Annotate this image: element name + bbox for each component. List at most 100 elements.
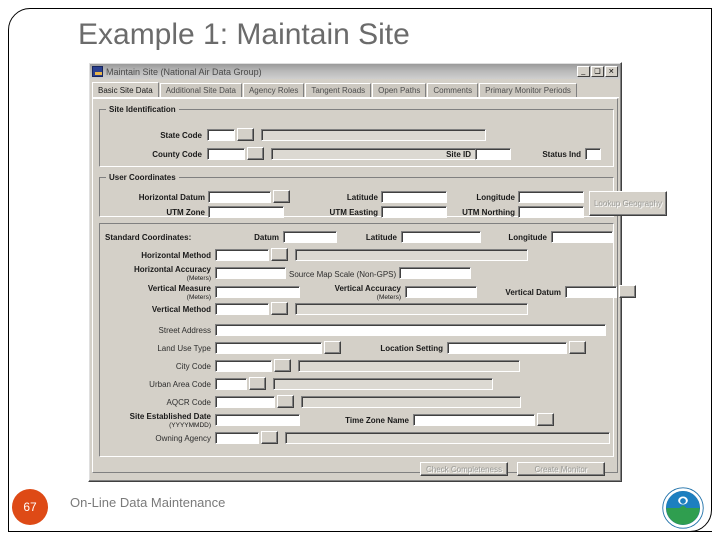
user-coordinates-legend: User Coordinates <box>109 173 176 182</box>
vertical-measure-unit: (Meters) <box>186 294 211 301</box>
tab-agency-roles[interactable]: Agency Roles <box>242 83 305 97</box>
basic-site-data-panel: Site Identification State Code County Co… <box>92 98 667 476</box>
check-completeness-button[interactable]: Check Completeness <box>420 462 508 476</box>
site-identification-group: Site Identification <box>99 105 614 167</box>
footer-label: On-Line Data Maintenance <box>70 495 226 510</box>
county-code-lov-button[interactable] <box>247 147 264 160</box>
window-titlebar[interactable]: Maintain Site (National Air Data Group) … <box>90 64 620 79</box>
city-code-label: City Code <box>175 362 211 371</box>
standard-datum-input[interactable] <box>283 231 337 243</box>
owning-agency-label: Owning Agency <box>155 434 211 443</box>
state-code-lov-button[interactable] <box>237 128 254 141</box>
vertical-measure-label: Vertical Measure (Meters) <box>103 284 211 302</box>
standard-datum-label: Datum <box>254 233 279 242</box>
maximize-icon[interactable]: ❑ <box>591 66 604 77</box>
horizontal-datum-input[interactable] <box>208 191 271 203</box>
horizontal-accuracy-label: Horizontal Accuracy (Meters) <box>103 265 211 283</box>
horizontal-method-label: Horizontal Method <box>141 251 211 260</box>
vertical-datum-lov-button[interactable] <box>619 285 636 298</box>
maintain-site-window: Maintain Site (National Air Data Group) … <box>88 62 667 482</box>
minimize-icon[interactable]: _ <box>577 66 590 77</box>
state-code-label: State Code <box>160 131 202 140</box>
horizontal-datum-label: Horizontal Datum <box>138 193 205 202</box>
urban-area-code-lov-button[interactable] <box>249 377 266 390</box>
source-map-scale-label: Source Map Scale (Non-GPS) <box>289 270 397 279</box>
owning-agency-lov-button[interactable] <box>261 431 278 444</box>
vertical-accuracy-input[interactable] <box>405 286 477 298</box>
urban-area-code-input[interactable] <box>215 378 247 390</box>
vertical-datum-input[interactable] <box>565 286 617 298</box>
footer-divider <box>8 531 712 532</box>
vertical-datum-label: Vertical Datum <box>505 288 561 297</box>
county-code-input[interactable] <box>207 148 245 160</box>
vertical-method-description <box>295 303 528 315</box>
land-use-type-lov-button[interactable] <box>324 341 341 354</box>
time-zone-name-lov-button[interactable] <box>537 413 554 426</box>
standard-longitude-input[interactable] <box>551 231 613 243</box>
site-established-date-label: Site Established Date (YYYYMMDD) <box>99 412 211 430</box>
vertical-measure-input[interactable] <box>215 286 300 298</box>
status-ind-input[interactable] <box>585 148 601 160</box>
owning-agency-input[interactable] <box>215 432 259 444</box>
epa-seal-icon <box>662 487 704 529</box>
site-established-date-input[interactable] <box>215 414 300 426</box>
vertical-accuracy-unit: (Meters) <box>376 294 401 301</box>
create-monitor-button[interactable]: Create Monitor <box>517 462 605 476</box>
page-title: Example 1: Maintain Site <box>78 18 410 51</box>
standard-latitude-label: Latitude <box>365 233 397 242</box>
lookup-geography-button[interactable]: Lookup Geography <box>589 191 667 216</box>
city-name-display <box>298 360 520 372</box>
aqcr-code-input[interactable] <box>215 396 275 408</box>
horizontal-accuracy-input[interactable] <box>215 267 286 279</box>
longitude-user-label: Longitude <box>476 193 515 202</box>
horizontal-accuracy-label-text: Horizontal Accuracy <box>133 265 211 274</box>
city-code-lov-button[interactable] <box>274 359 291 372</box>
urban-area-name-display <box>273 378 493 390</box>
state-name-display <box>261 129 486 141</box>
owning-agency-name-display <box>285 432 610 444</box>
standard-coordinates-label: Standard Coordinates: <box>105 233 192 242</box>
location-setting-lov-button[interactable] <box>569 341 586 354</box>
source-map-scale-input[interactable] <box>399 267 471 279</box>
utm-easting-input[interactable] <box>381 206 447 218</box>
state-code-input[interactable] <box>207 129 235 141</box>
window-controls: _ ❑ ✕ <box>577 66 618 77</box>
street-address-input[interactable] <box>215 324 606 336</box>
standard-latitude-input[interactable] <box>401 231 481 243</box>
tab-underline <box>92 97 619 98</box>
tab-open-paths[interactable]: Open Paths <box>372 83 427 97</box>
horizontal-datum-lov-button[interactable] <box>273 190 290 203</box>
vertical-method-lov-button[interactable] <box>271 302 288 315</box>
horizontal-method-input[interactable] <box>215 249 269 261</box>
tab-additional-site-data[interactable]: Additional Site Data <box>159 83 242 97</box>
site-established-date-label-text: Site Established Date <box>129 412 211 421</box>
close-icon[interactable]: ✕ <box>605 66 618 77</box>
horizontal-method-lov-button[interactable] <box>271 248 288 261</box>
tab-basic-site-data[interactable]: Basic Site Data <box>92 82 159 97</box>
site-established-date-format: (YYYYMMDD) <box>169 422 211 429</box>
tab-primary-monitor-periods[interactable]: Primary Monitor Periods <box>479 83 577 97</box>
tab-tangent-roads[interactable]: Tangent Roads <box>305 83 372 97</box>
location-setting-input[interactable] <box>447 342 567 354</box>
application-icon <box>92 66 103 77</box>
utm-zone-input[interactable] <box>208 206 284 218</box>
urban-area-code-label: Urban Area Code <box>149 380 211 389</box>
tab-comments[interactable]: Comments <box>427 83 479 97</box>
status-ind-label: Status Ind <box>542 150 581 159</box>
latitude-user-input[interactable] <box>381 191 447 203</box>
city-code-input[interactable] <box>215 360 272 372</box>
time-zone-name-label: Time Zone Name <box>345 416 409 425</box>
utm-northing-label: UTM Northing <box>462 208 515 217</box>
time-zone-name-input[interactable] <box>413 414 535 426</box>
aqcr-code-lov-button[interactable] <box>277 395 294 408</box>
street-address-label: Street Address <box>158 326 211 335</box>
land-use-type-input[interactable] <box>215 342 322 354</box>
county-code-label: County Code <box>152 150 202 159</box>
site-id-input[interactable] <box>475 148 511 160</box>
longitude-user-input[interactable] <box>518 191 584 203</box>
vertical-method-input[interactable] <box>215 303 269 315</box>
vertical-method-label: Vertical Method <box>151 305 211 314</box>
utm-northing-input[interactable] <box>518 206 584 218</box>
vertical-accuracy-label-text: Vertical Accuracy <box>334 284 401 293</box>
utm-zone-label: UTM Zone <box>166 208 205 217</box>
